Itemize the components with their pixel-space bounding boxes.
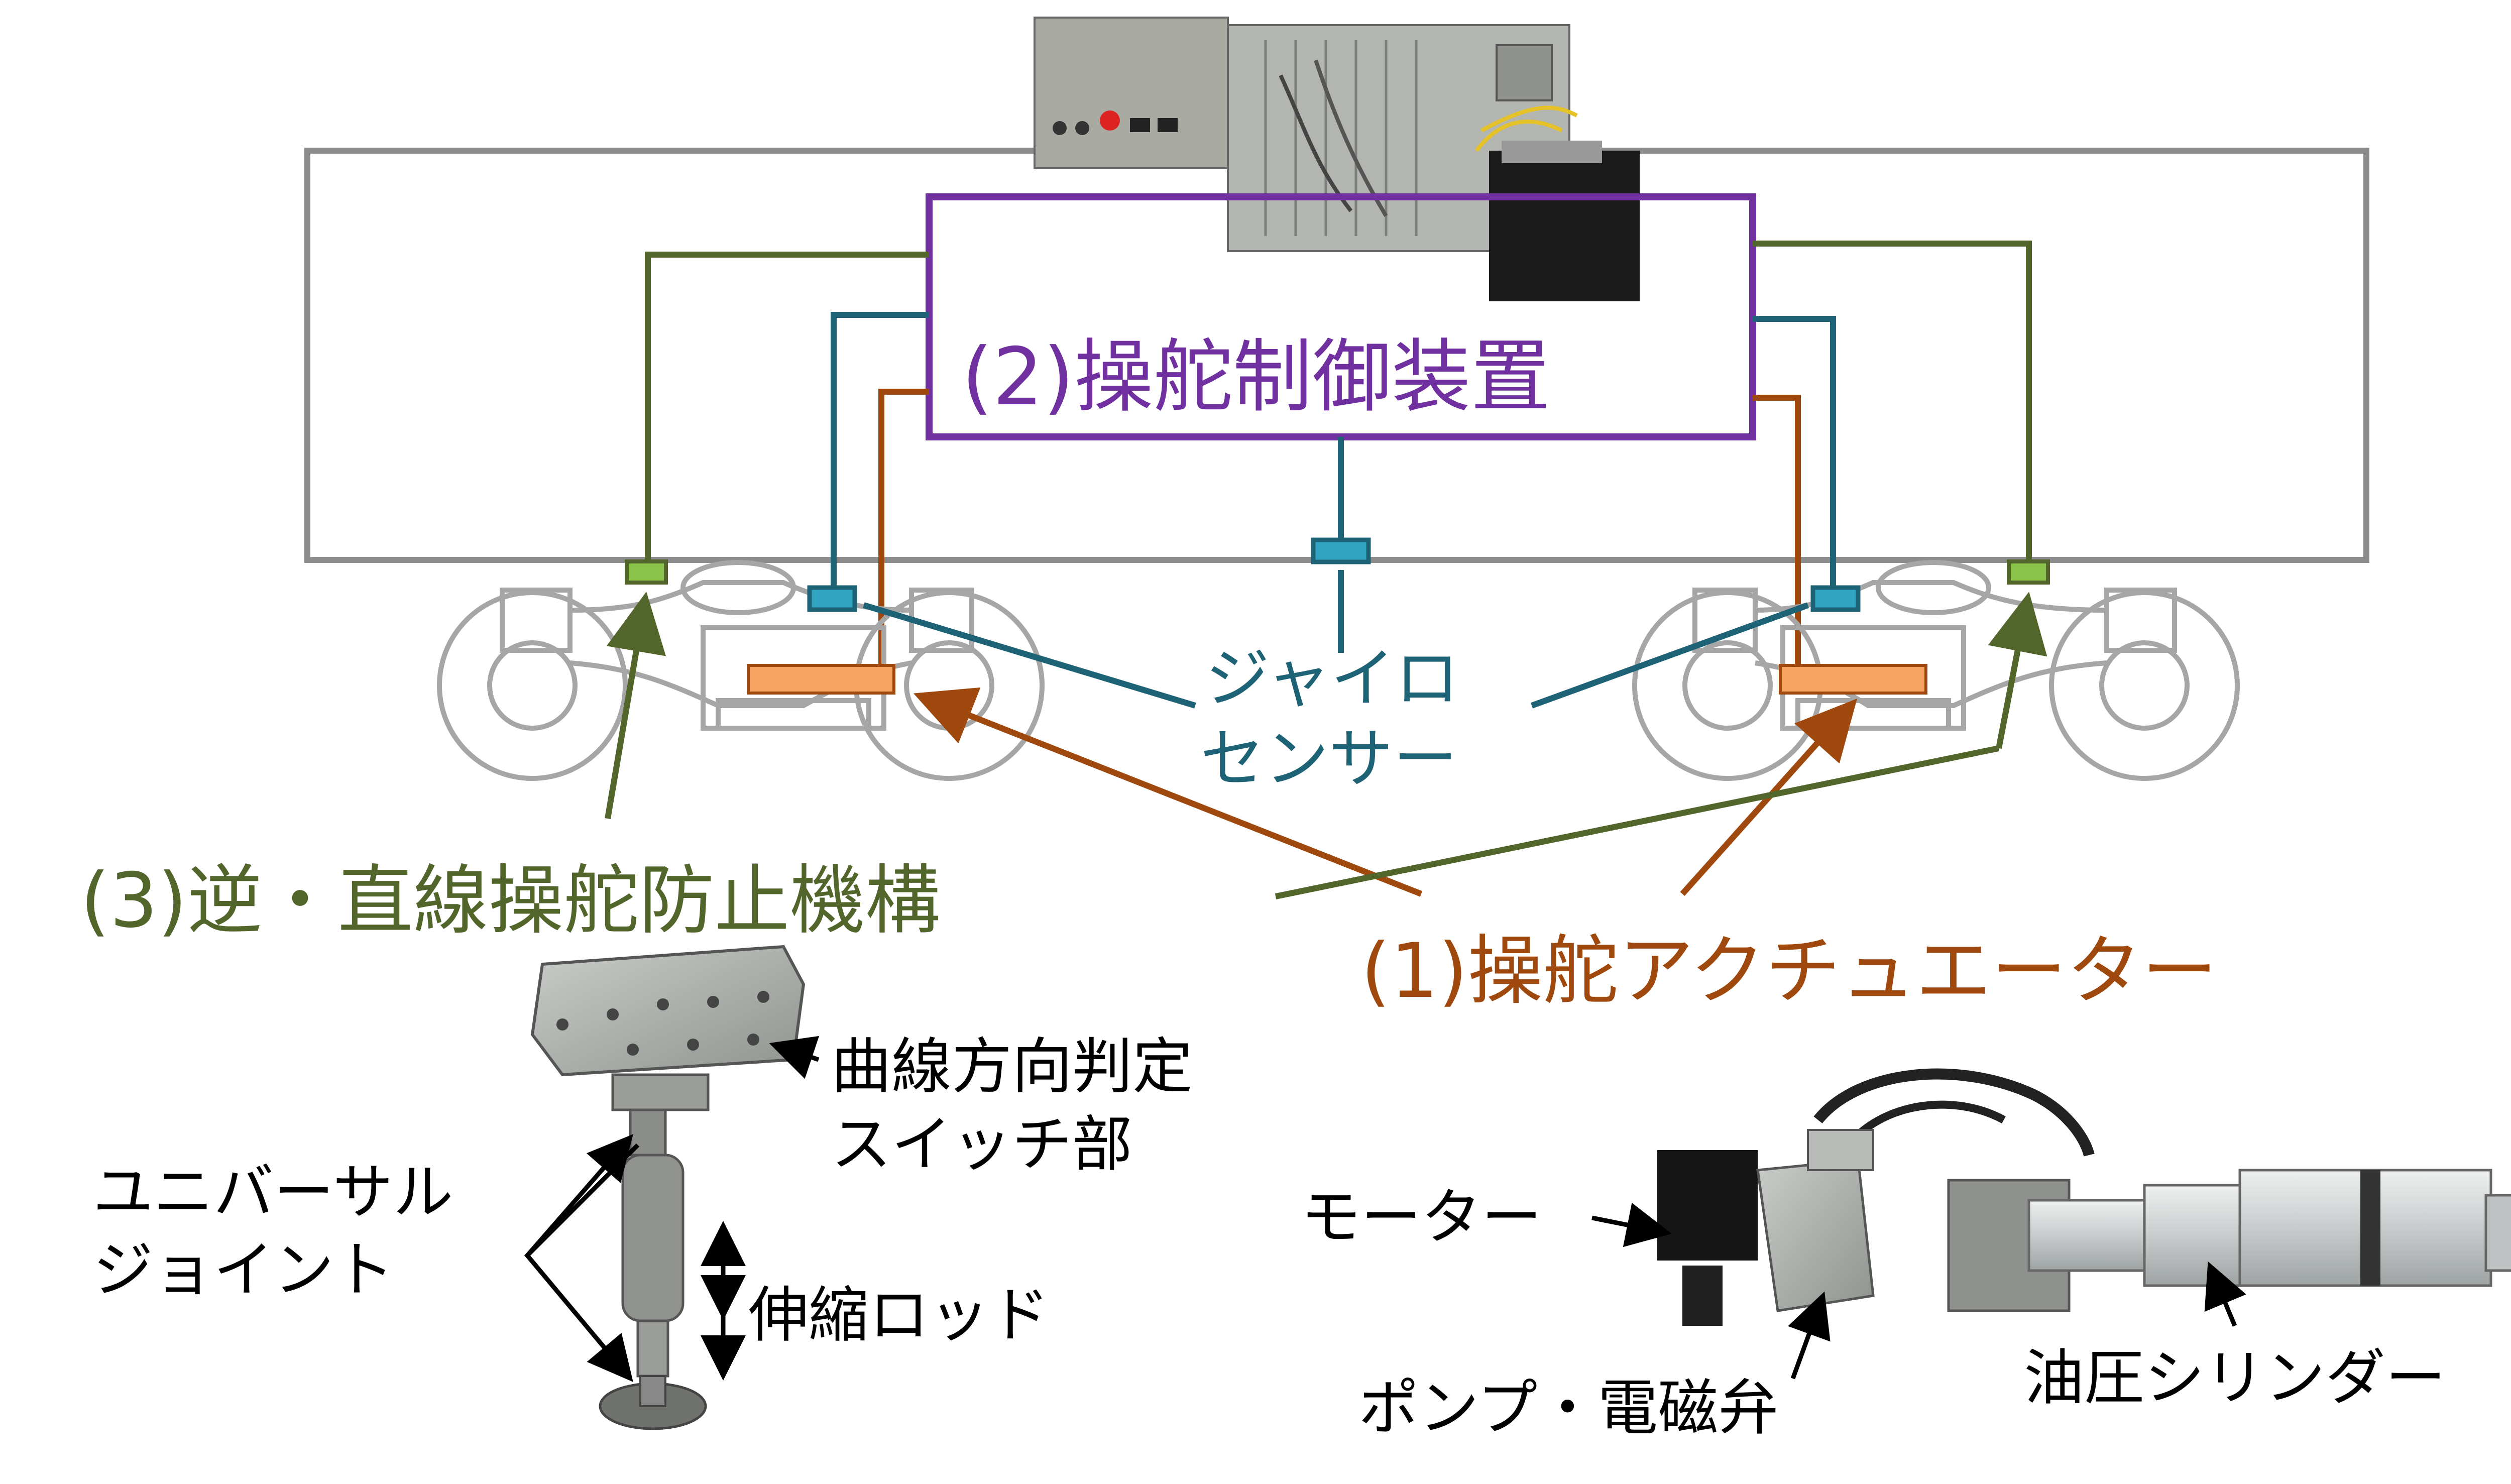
- motor-label: モーター: [1301, 1183, 1542, 1252]
- joint-label-line2: ジョイント: [93, 1235, 394, 1305]
- joint-label-line1: ユニバーサル: [93, 1158, 453, 1227]
- anti-steer-arrows: [605, 592, 2047, 899]
- actuator-icon-right: [1779, 664, 1927, 695]
- gyro-label-line1: ジャイロ: [1205, 641, 1459, 716]
- anti-steer-mech-icon-left: [625, 559, 668, 585]
- anti-steer-wiring: [645, 241, 2032, 570]
- switch-label-line2: スイッチ部: [831, 1110, 1132, 1180]
- cylinder-label: 油圧シリンダー: [2024, 1343, 2446, 1413]
- anti-steer-mech-icon-right: [2007, 559, 2050, 585]
- bogie-drawing-left: [437, 560, 1045, 781]
- control-cabinet-photo: [1034, 17, 1640, 301]
- control-unit-label: (2)操舵制御装置: [962, 331, 1550, 423]
- mechanism-arrows: [524, 1036, 820, 1382]
- gyro-sensor-icon-right: [1810, 585, 1861, 612]
- gyro-label-line2: センサー: [1200, 722, 1457, 796]
- switch-label-line1: 曲線方向判定: [831, 1032, 1193, 1102]
- gyro-sensor-icon-left: [807, 585, 857, 612]
- mechanism-photo: [530, 945, 806, 1430]
- anti-steer-label: (3)逆・直線操舵防止機構: [80, 857, 940, 945]
- actuator-photo: [1657, 1068, 2511, 1326]
- actuator-label: (1)操舵アクチュエーター: [1361, 928, 2217, 1015]
- actuator-photo-arrows: [1591, 1202, 2246, 1380]
- gyro-arrows: [863, 569, 1809, 709]
- gyro-sensor-icon-center: [1311, 537, 1371, 564]
- bogie-drawing-right: [1632, 560, 2240, 781]
- actuator-wiring: [878, 389, 1801, 678]
- rod-label: 伸縮ロッド: [748, 1281, 1050, 1350]
- actuator-icon-left: [747, 664, 895, 695]
- gyro-wiring: [831, 312, 1836, 593]
- pump-label: ポンプ・電磁弁: [1358, 1374, 1778, 1443]
